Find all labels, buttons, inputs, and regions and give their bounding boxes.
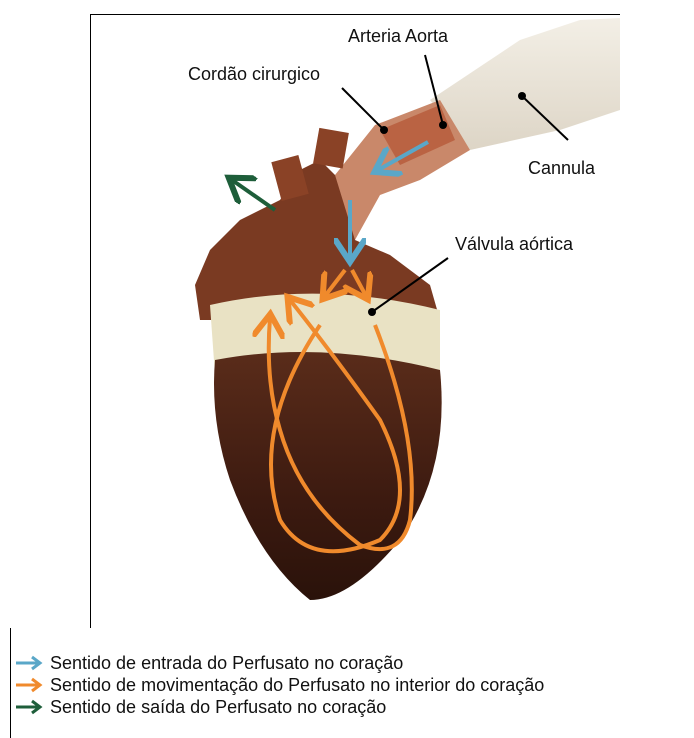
legend-text: Sentido de saída do Perfusato no coração <box>50 697 386 718</box>
label-valvula-aortica: Válvula aórtica <box>455 234 573 255</box>
heart-photo <box>0 0 694 640</box>
legend-text: Sentido de movimentação do Perfusato no … <box>50 675 544 696</box>
arrow-right-icon <box>14 655 44 671</box>
legend-item-movimentacao: Sentido de movimentação do Perfusato no … <box>14 674 544 696</box>
ventricles <box>214 352 442 600</box>
label-cordao-cirurgico: Cordão cirurgico <box>188 64 320 85</box>
label-arteria-aorta: Arteria Aorta <box>348 26 448 47</box>
cannula-tube <box>430 18 620 150</box>
arrow-right-icon <box>14 677 44 693</box>
legend: Sentido de entrada do Perfusato no coraç… <box>14 652 544 718</box>
legend-item-saida: Sentido de saída do Perfusato no coração <box>14 696 544 718</box>
legend-left-border <box>10 628 11 738</box>
arrow-right-icon <box>14 699 44 715</box>
legend-text: Sentido de entrada do Perfusato no coraç… <box>50 653 403 674</box>
label-cannula: Cannula <box>528 158 595 179</box>
legend-item-entrada: Sentido de entrada do Perfusato no coraç… <box>14 652 544 674</box>
